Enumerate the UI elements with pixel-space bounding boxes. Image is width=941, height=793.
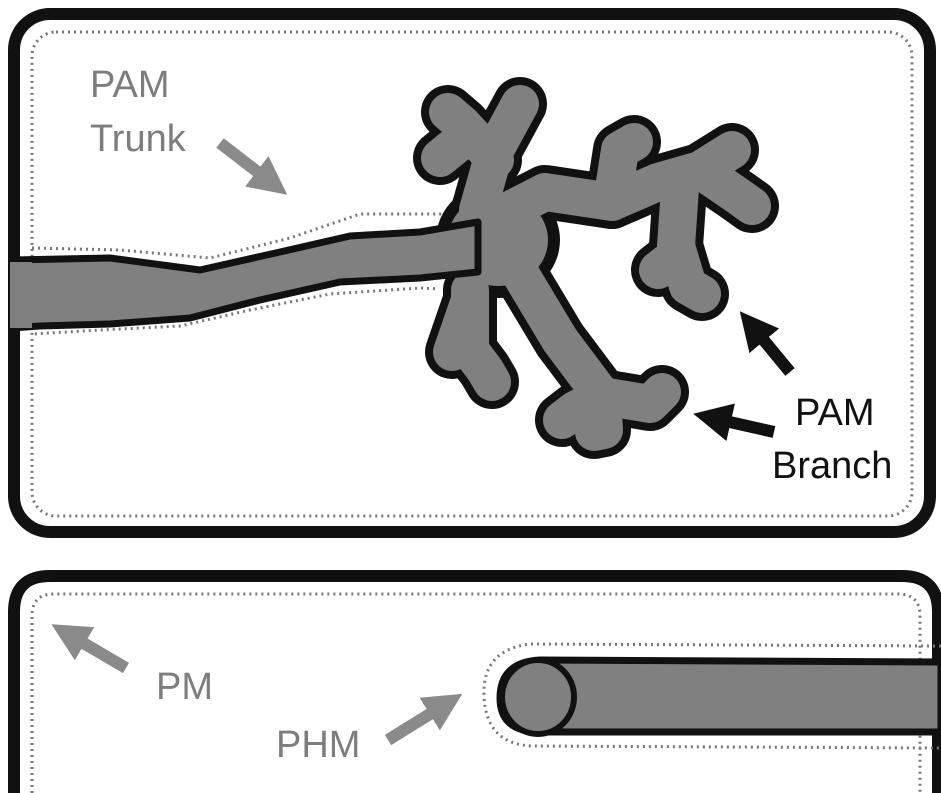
trunk-cut-edge xyxy=(10,262,32,328)
label-pam-branch-line2: Branch xyxy=(772,443,892,489)
label-pm: PM xyxy=(156,664,213,710)
label-pam-trunk-line1: PAM xyxy=(90,62,170,108)
hypha-cut-face xyxy=(502,660,574,734)
label-pam-branch-line1: PAM xyxy=(795,390,875,436)
label-pam-trunk-line2: Trunk xyxy=(90,116,186,162)
label-phm: PHM xyxy=(276,722,360,768)
bottom-panel xyxy=(14,576,941,793)
